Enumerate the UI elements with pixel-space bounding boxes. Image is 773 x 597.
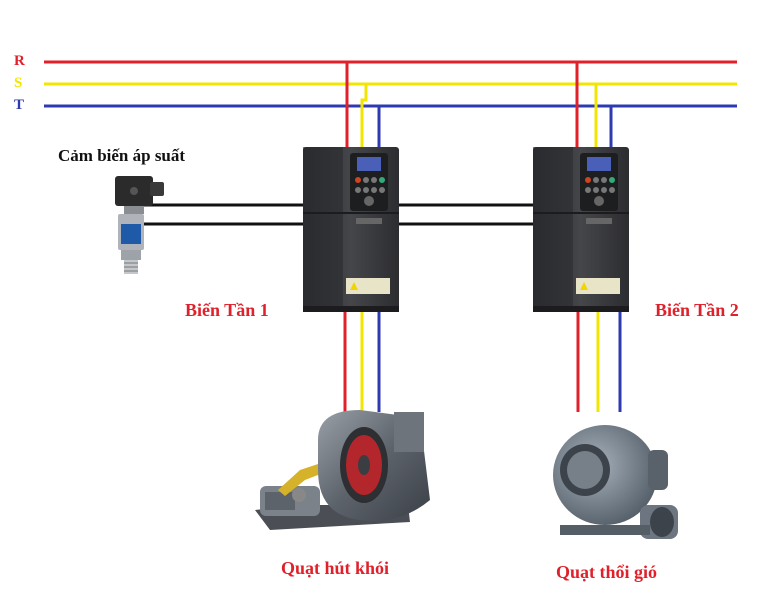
inverter-1-label: Biến Tần 1 bbox=[185, 300, 269, 320]
inverter-2-label: Biến Tần 2 bbox=[655, 300, 739, 320]
phase-label-t: T bbox=[14, 97, 25, 113]
sensor-title: Cảm biến áp suất bbox=[58, 146, 186, 165]
pressure-sensor-icon bbox=[115, 176, 164, 274]
exhaust-fan-icon bbox=[255, 410, 430, 530]
inverter-2-icon bbox=[533, 147, 629, 312]
inverter-1-icon bbox=[303, 147, 399, 312]
blower-fan-icon bbox=[535, 420, 690, 555]
phase-label-s: S bbox=[14, 75, 23, 91]
phase-label-r: R bbox=[14, 53, 25, 69]
blower-fan-label: Quạt thổi gió bbox=[556, 562, 658, 582]
exhaust-fan-label: Quạt hút khói bbox=[281, 558, 390, 578]
inv1-input-s bbox=[360, 84, 368, 148]
